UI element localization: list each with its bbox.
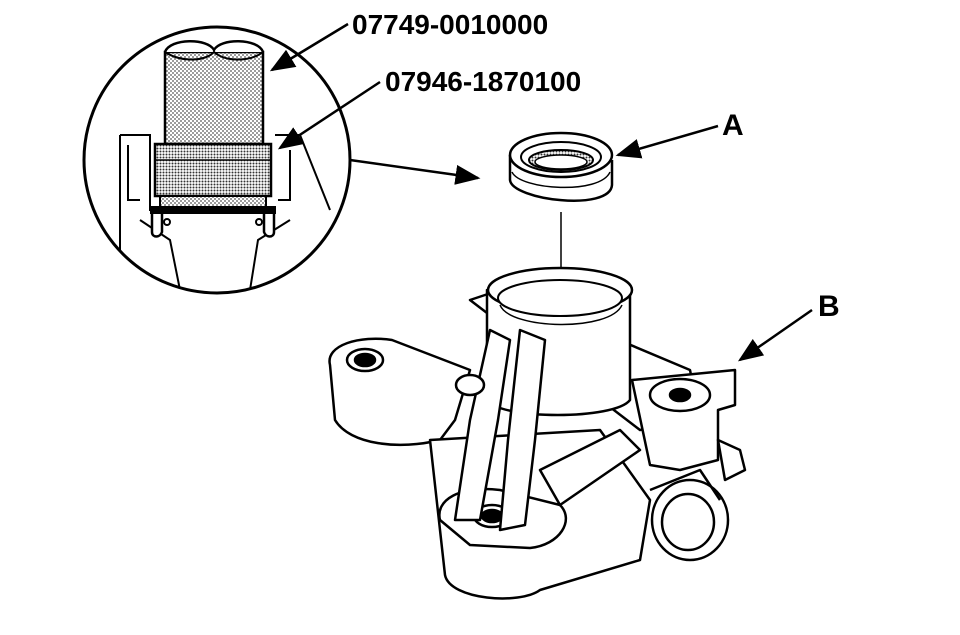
oil-seal-a <box>508 131 614 202</box>
housing-b <box>328 266 747 600</box>
leader-b <box>737 308 813 362</box>
callout-b: B <box>818 290 840 323</box>
callout-attachment-part-number: 07946-1870100 <box>385 66 582 97</box>
callout-a: A <box>722 109 744 142</box>
leader-a <box>615 124 719 159</box>
tool-leaders <box>269 22 481 185</box>
detail-inset <box>82 25 352 295</box>
callout-driver-part-number: 07749-0010000 <box>352 9 549 40</box>
driver-tool <box>163 40 265 146</box>
attachment-tool <box>150 142 276 238</box>
